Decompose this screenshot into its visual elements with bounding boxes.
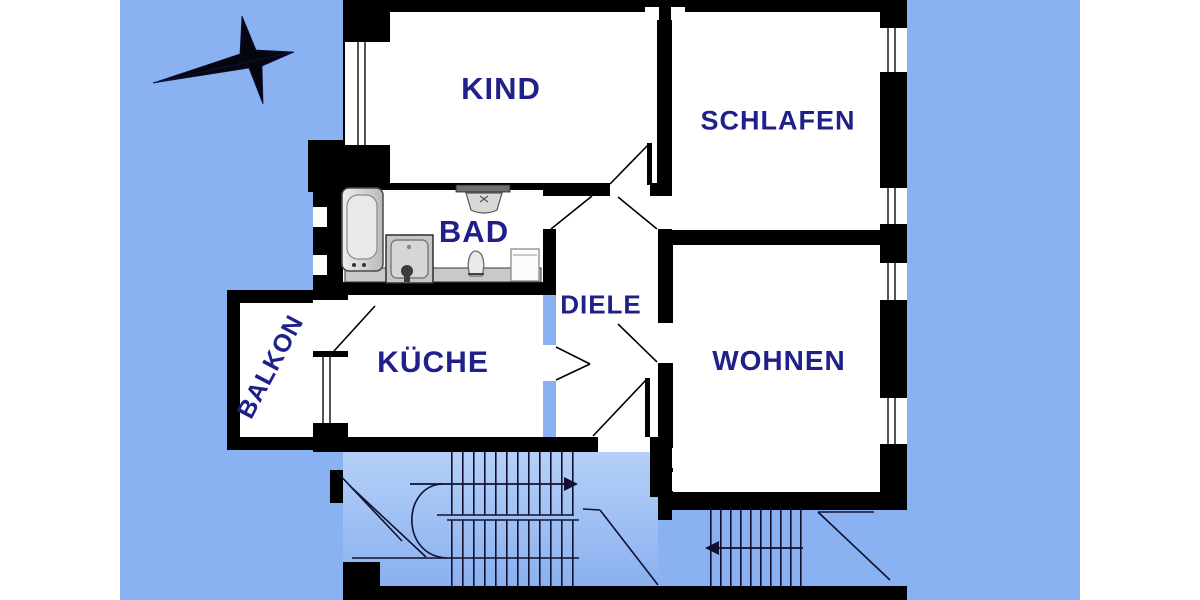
shaft-opening (672, 472, 687, 491)
stair-flight-lower (447, 520, 579, 586)
door-swing-kind (609, 144, 649, 185)
door-swing-bad (550, 195, 593, 230)
door-leaf-kind (647, 143, 652, 185)
window-bad-1 (313, 207, 327, 227)
bathtub-icon (341, 187, 384, 272)
room-label-kind: KIND (461, 71, 541, 106)
room-schlafen-floor (672, 12, 880, 230)
door-swing-schlafen (617, 196, 658, 230)
room-diele-floor (556, 196, 658, 437)
window-schlafen-2 (880, 188, 907, 224)
room-interiors (240, 12, 880, 492)
door-swing-wohnen (617, 323, 658, 363)
toilet-icon (467, 250, 485, 277)
entry-threshold (598, 437, 650, 452)
balkon-door-opening (313, 300, 348, 351)
window-schlafen-1 (880, 28, 907, 72)
door-leaf-entry (645, 378, 650, 437)
shower-icon (385, 234, 434, 284)
door-gap-bad (543, 196, 556, 229)
door-gap-wohnen (658, 323, 673, 363)
room-label-diele: DIELE (560, 289, 642, 320)
window-wohnen-2 (880, 398, 907, 444)
room-label-wohnen: WOHNEN (712, 345, 846, 376)
door-gap-kind (610, 183, 650, 196)
window-bad-2 (313, 255, 327, 275)
compass-rose-icon (152, 15, 295, 105)
stair-up-arrow-icon (410, 477, 578, 491)
windows-and-openings (313, 7, 907, 491)
door-swing-balkon (333, 305, 376, 352)
door-swing-kueche (555, 363, 591, 381)
entry-arrow-icon (705, 541, 803, 555)
door-gap-schlafen (657, 196, 672, 229)
chimney-flue (671, 7, 685, 20)
cabinet-icon (510, 248, 540, 282)
door-gap-kueche (543, 345, 556, 381)
window-wohnen-1 (880, 263, 907, 300)
door-swing-entry (592, 379, 647, 437)
room-label-schlafen: SCHLAFEN (700, 105, 856, 136)
room-wohnen-floor (673, 245, 880, 492)
entry-stairs (705, 508, 891, 586)
bath-fixtures (341, 184, 542, 284)
stairwell-stairs (335, 452, 659, 586)
washbasin-icon (455, 184, 511, 214)
door-swing-kueche (555, 346, 591, 365)
window-kind (345, 42, 390, 145)
room-label-bad: BAD (438, 214, 510, 249)
room-label-kueche: KÜCHE (377, 346, 489, 379)
balkon-floor (240, 303, 313, 437)
shaft-opening (672, 448, 687, 468)
room-kueche-floor (348, 295, 543, 437)
room-kind-floor (390, 12, 657, 183)
door-swings (333, 143, 658, 437)
entry-steps (707, 508, 807, 586)
chimney-flue (645, 7, 659, 20)
